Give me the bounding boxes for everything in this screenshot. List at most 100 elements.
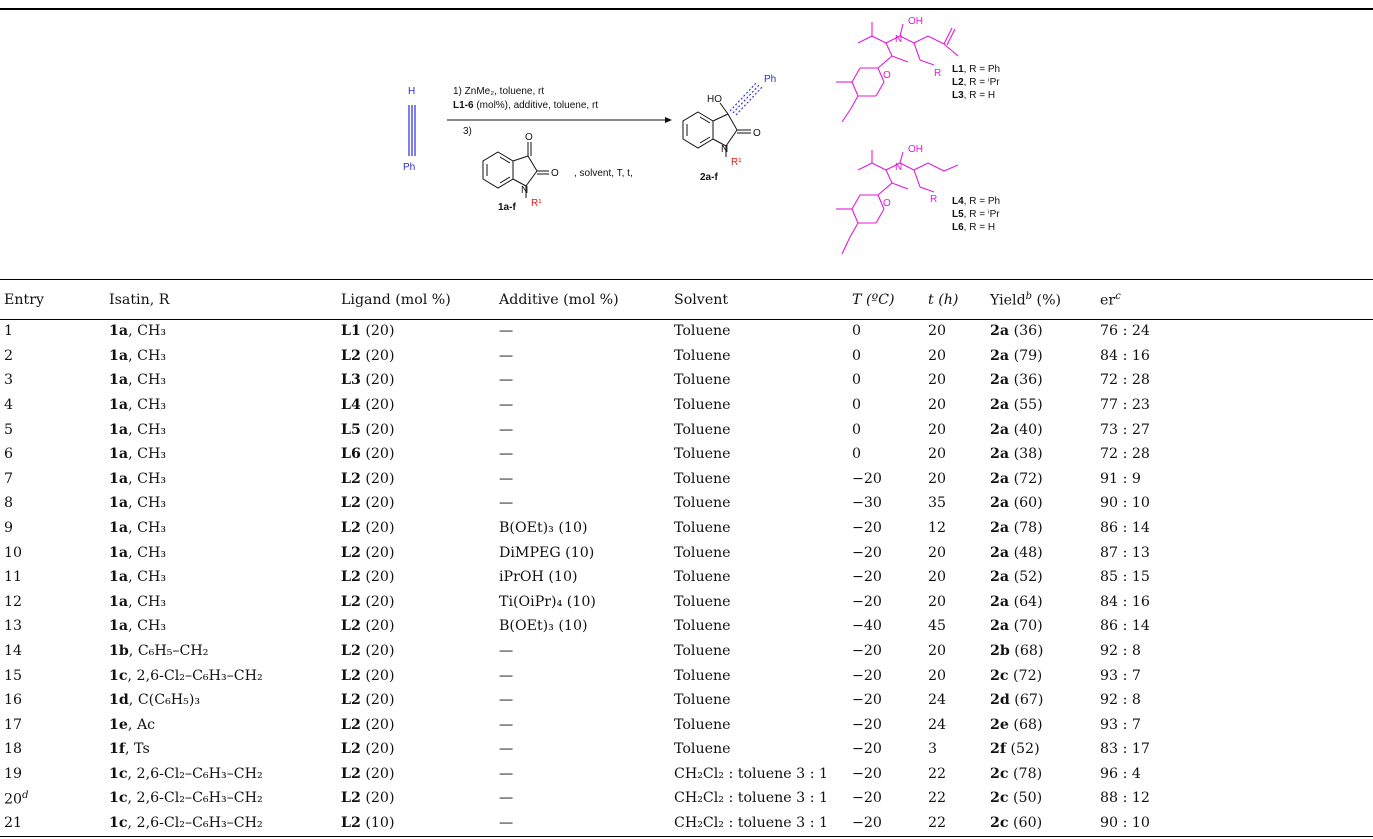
cell-ligand: L2 (20) (341, 741, 395, 758)
header-isatin: Isatin, R (109, 291, 170, 308)
cell-yield: 2a (40) (990, 421, 1043, 438)
cell-time: 20 (928, 544, 947, 561)
cell-isatin: 1a, CH₃ (109, 396, 167, 413)
cell-isatin: 1a, CH₃ (109, 593, 167, 610)
cell-er: 91 : 9 (1100, 470, 1141, 487)
cell-er: 72 : 28 (1100, 446, 1150, 463)
cell-additive: — (499, 372, 514, 389)
cell-er: 84 : 16 (1100, 347, 1150, 364)
conditions-text: , solvent, T, t, (574, 168, 633, 179)
cell-temp: 0 (852, 446, 862, 463)
cell-solvent: Toluene (674, 446, 731, 463)
cell-entry: 14 (4, 642, 23, 659)
header-time: t (h) (928, 291, 959, 308)
ligand-bottom-r: R (930, 194, 937, 205)
cell-temp: −20 (852, 642, 882, 659)
cell-temp: 0 (852, 396, 862, 413)
ligand-top-l2: L2, R = ⁱPr (952, 77, 1000, 88)
cell-solvent: CH₂Cl₂ : toluene 3 : 1 (674, 815, 829, 832)
cell-solvent: Toluene (674, 372, 731, 389)
cell-temp: 0 (852, 347, 862, 364)
alkyne-ph-label: Ph (403, 162, 415, 173)
cell-solvent: Toluene (674, 618, 731, 635)
cell-time: 20 (928, 396, 947, 413)
cell-isatin: 1a, CH₃ (109, 421, 167, 438)
cell-time: 20 (928, 642, 947, 659)
ligand-bottom-l5: L5, R = ⁱPr (952, 209, 1000, 220)
cell-er: 92 : 8 (1100, 692, 1141, 709)
cell-temp: −30 (852, 495, 882, 512)
cell-entry: 1 (4, 323, 14, 340)
ligand-bottom-oh: OH (908, 144, 923, 155)
cell-yield: 2a (48) (990, 544, 1043, 561)
cell-isatin: 1b, C₆H₅–CH₂ (109, 642, 209, 659)
ligand-bottom-l6: L6, R = H (952, 222, 995, 233)
cell-yield: 2a (38) (990, 446, 1043, 463)
cell-additive: B(OEt)₃ (10) (499, 519, 588, 536)
cell-additive: iPrOH (10) (499, 569, 578, 586)
ligand-top-oh: OH (908, 16, 923, 27)
cell-temp: −20 (852, 470, 882, 487)
cell-er: 86 : 14 (1100, 618, 1150, 635)
cell-yield: 2a (79) (990, 347, 1043, 364)
cell-er: 83 : 17 (1100, 741, 1150, 758)
ligand-top-l1: L1, R = Ph (952, 64, 1000, 75)
cell-additive: Ti(OiPr)₄ (10) (499, 593, 596, 610)
cell-additive: — (499, 765, 514, 782)
cell-solvent: Toluene (674, 569, 731, 586)
cell-entry: 6 (4, 446, 14, 463)
product-n: N (721, 144, 728, 155)
cell-ligand: L2 (20) (341, 790, 395, 807)
cell-ligand: L2 (20) (341, 716, 395, 733)
cell-yield: 2f (52) (990, 741, 1040, 758)
cell-additive: — (499, 495, 514, 512)
header-ligand: Ligand (mol %) (341, 291, 451, 308)
cell-ligand: L5 (20) (341, 421, 395, 438)
header-temp: T (ºC) (852, 291, 895, 308)
cell-time: 20 (928, 470, 947, 487)
cell-yield: 2c (60) (990, 815, 1043, 832)
cell-isatin: 1a, CH₃ (109, 372, 167, 389)
table-header: Entry Isatin, R Ligand (mol %) Additive … (0, 280, 1373, 319)
cell-additive: — (499, 716, 514, 733)
cell-isatin: 1c, 2,6-Cl₂–C₆H₃–CH₂ (109, 790, 263, 807)
cell-temp: −20 (852, 716, 882, 733)
cell-entry: 7 (4, 470, 14, 487)
cell-entry: 4 (4, 396, 14, 413)
header-solvent: Solvent (674, 291, 729, 308)
cell-additive: — (499, 741, 514, 758)
header-additive: Additive (mol %) (499, 291, 619, 308)
cell-yield: 2c (72) (990, 667, 1043, 684)
cell-entry: 5 (4, 421, 14, 438)
cell-er: 72 : 28 (1100, 372, 1150, 389)
isatin-o-right: O (551, 168, 559, 179)
cell-isatin: 1a, CH₃ (109, 470, 167, 487)
cell-isatin: 1a, CH₃ (109, 618, 167, 635)
alkyne-h-label: H (408, 86, 415, 97)
cell-isatin: 1d, C(C₆H₅)₃ (109, 692, 201, 709)
cell-entry: 13 (4, 618, 23, 635)
ligand-structure-top (836, 22, 959, 123)
cell-ligand: L2 (20) (341, 593, 395, 610)
cell-time: 20 (928, 421, 947, 438)
cell-isatin: 1e, Ac (109, 716, 156, 733)
cell-solvent: Toluene (674, 396, 731, 413)
header-row: Entry Isatin, R Ligand (mol %) Additive … (0, 280, 1373, 319)
ligand-bottom-n: N (895, 162, 902, 173)
cell-er: 73 : 27 (1100, 421, 1150, 438)
cell-additive: — (499, 642, 514, 659)
cell-time: 3 (928, 741, 938, 758)
ligand-bottom-o: O (883, 198, 891, 209)
cell-solvent: Toluene (674, 323, 731, 340)
cell-time: 20 (928, 347, 947, 364)
cell-ligand: L2 (20) (341, 667, 395, 684)
